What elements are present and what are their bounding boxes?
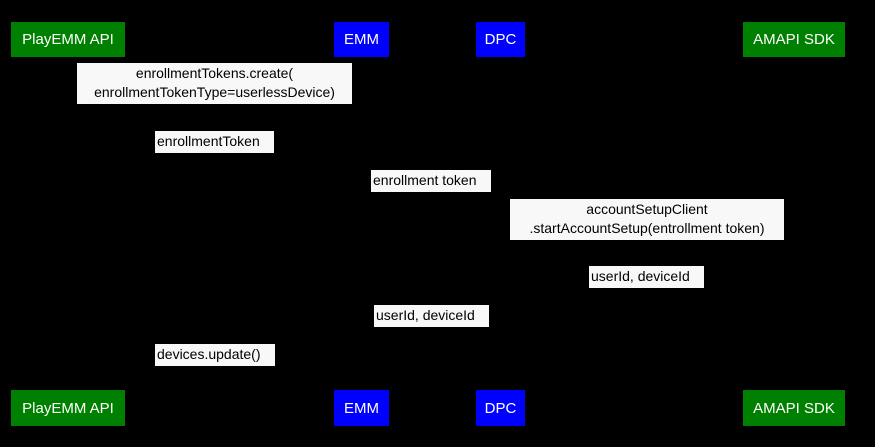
participant-header-amapi-sdk-label: AMAPI SDK: [753, 31, 835, 48]
participant-header-emm[interactable]: EMM: [334, 22, 389, 57]
participant-header-playemm-api[interactable]: PlayEMM API: [11, 22, 125, 57]
participant-footer-amapi-sdk[interactable]: AMAPI SDK: [743, 390, 845, 426]
message-userid-deviceid-to-emm: userId, deviceId: [374, 305, 489, 327]
lifeline-amapi-sdk: [793, 57, 794, 390]
message-enrollment-token-to-dpc: enrollment token: [371, 170, 491, 192]
message-devices-update: devices.update(): [155, 344, 275, 366]
participant-header-emm-label: EMM: [344, 31, 379, 48]
participant-footer-dpc-label: DPC: [484, 399, 517, 417]
participant-footer-playemm-api[interactable]: PlayEMM API: [11, 390, 125, 426]
participant-footer-amapi-sdk-label: AMAPI SDK: [753, 399, 835, 417]
lifeline-emm: [361, 57, 362, 390]
lifeline-dpc: [500, 57, 501, 390]
participant-footer-dpc[interactable]: DPC: [476, 390, 525, 426]
participant-header-playemm-api-label: PlayEMM API: [22, 31, 114, 48]
lifeline-playemm-api: [68, 57, 69, 390]
message-enrollment-token-response: enrollmentToken: [155, 131, 274, 153]
message-enrollment-tokens-create: enrollmentTokens.create( enrollmentToken…: [77, 63, 352, 104]
participant-footer-emm-label: EMM: [344, 399, 379, 417]
participant-header-dpc-label: DPC: [484, 31, 517, 48]
message-start-account-setup: accountSetupClient .startAccountSetup(en…: [510, 199, 784, 240]
participant-header-dpc[interactable]: DPC: [476, 22, 525, 57]
participant-footer-emm[interactable]: EMM: [334, 390, 389, 426]
participant-footer-playemm-api-label: PlayEMM API: [22, 399, 114, 417]
message-userid-deviceid-from-sdk: userId, deviceId: [589, 266, 704, 288]
participant-header-amapi-sdk[interactable]: AMAPI SDK: [743, 22, 845, 57]
